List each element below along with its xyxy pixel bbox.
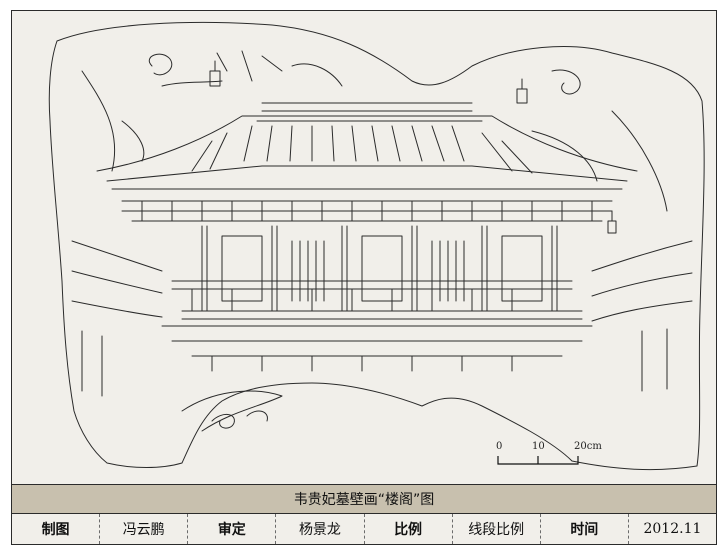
caption-text: 韦贵妃墓壁画“楼阁”图	[293, 492, 435, 508]
scale-value: 线段比例	[453, 514, 541, 544]
scale-bar: 0 10 20cm	[496, 441, 602, 465]
drawing-sheet: 0 10 20cm 韦贵妃墓壁画“楼阁”图 制图 冯云鹏 审定 杨景龙 比例 线…	[11, 10, 717, 545]
scale-tick-20-label: 20cm	[574, 441, 602, 452]
reviewer-label: 审定	[188, 514, 277, 544]
pavilion-mural-sketch: 0 10 20cm	[48, 21, 705, 471]
scale-tick-0-label: 0	[496, 441, 502, 452]
info-row: 制图 冯云鹏 审定 杨景龙 比例 线段比例 时间 2012.11	[12, 514, 716, 544]
scale-tick-10-label: 10	[532, 441, 545, 452]
mural-line-drawing: 0 10 20cm	[12, 11, 716, 484]
scale-label: 比例	[365, 514, 453, 544]
drafter-value: 冯云鹏	[100, 514, 189, 544]
drafter-label: 制图	[12, 514, 101, 544]
date-label: 时间	[541, 514, 629, 544]
date-value: 2012.11	[643, 521, 702, 537]
caption-bar: 韦贵妃墓壁画“楼阁”图	[12, 484, 716, 514]
reviewer-value: 杨景龙	[276, 514, 365, 544]
